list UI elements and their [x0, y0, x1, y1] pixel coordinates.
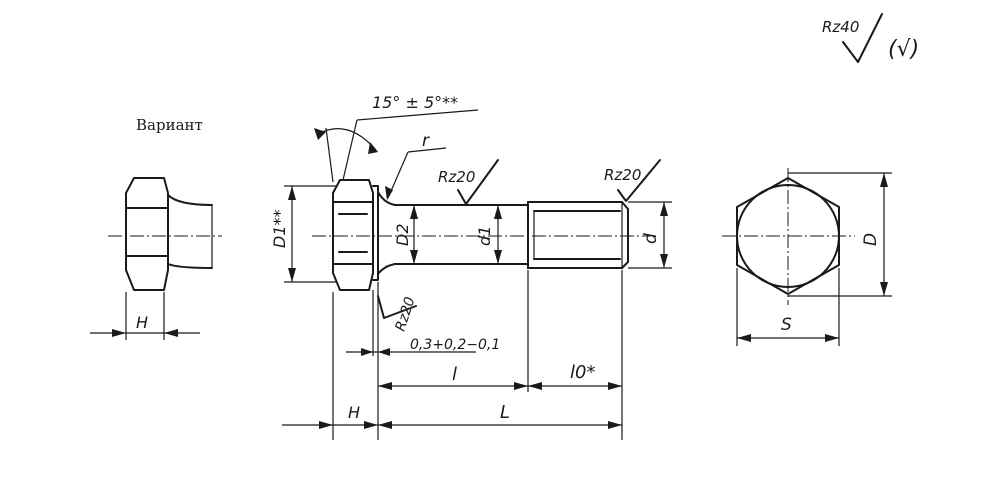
rz20-shank-label: Rz20 [438, 168, 475, 186]
big-l-label: L [500, 402, 510, 423]
variant-title: Вариант [136, 116, 203, 134]
chamfer-dimension: 0,3+0,2−0,1 [346, 282, 500, 440]
d2-dimension: D2 [393, 205, 418, 264]
fillet-r-label: r [422, 131, 430, 151]
across-flats-label: S [781, 315, 792, 335]
l0-label: l0* [570, 362, 595, 383]
angle-dimension: 15° ± 5°** [314, 93, 479, 183]
roughness-shank: Rz20 [438, 159, 499, 205]
chamfer-tol-label: 0,3+0,2−0,1 [410, 337, 500, 353]
thread-diameter-dimension: d [628, 201, 672, 269]
across-corners-label: D [861, 233, 881, 246]
l-label: l [452, 364, 457, 385]
check-mark-label: (√) [888, 37, 919, 62]
shank-d-label: d1 [475, 226, 494, 246]
variant-h-label: H [136, 313, 148, 332]
d1-label: D1** [270, 210, 289, 249]
rz40-label: Rz40 [822, 18, 859, 36]
roughness-thread: Rz20 [604, 159, 661, 202]
head-h-label: H [348, 403, 360, 422]
angle-label: 15° ± 5°** [372, 93, 458, 112]
variant-head-view: H [90, 177, 222, 340]
bolt-side-view [312, 179, 650, 291]
thread-d-label: d [641, 233, 661, 244]
roughness-check-icon [842, 13, 883, 63]
hex-end-view: D S [722, 168, 892, 346]
d1-dimension: D1** [270, 185, 336, 283]
general-roughness-symbol: Rz40 (√) [822, 13, 919, 63]
shank-diameter-dimension: d1 [475, 205, 502, 264]
d2-label: D2 [393, 224, 412, 247]
length-dimensions: l l0* [378, 270, 623, 440]
rz20-face-label: Rz20 [393, 295, 419, 333]
overall-dimensions: H L [282, 292, 622, 440]
fillet-leader: r [385, 131, 447, 200]
roughness-bearing-face: Rz20 [377, 295, 419, 333]
rz20-thread-label: Rz20 [604, 166, 641, 184]
